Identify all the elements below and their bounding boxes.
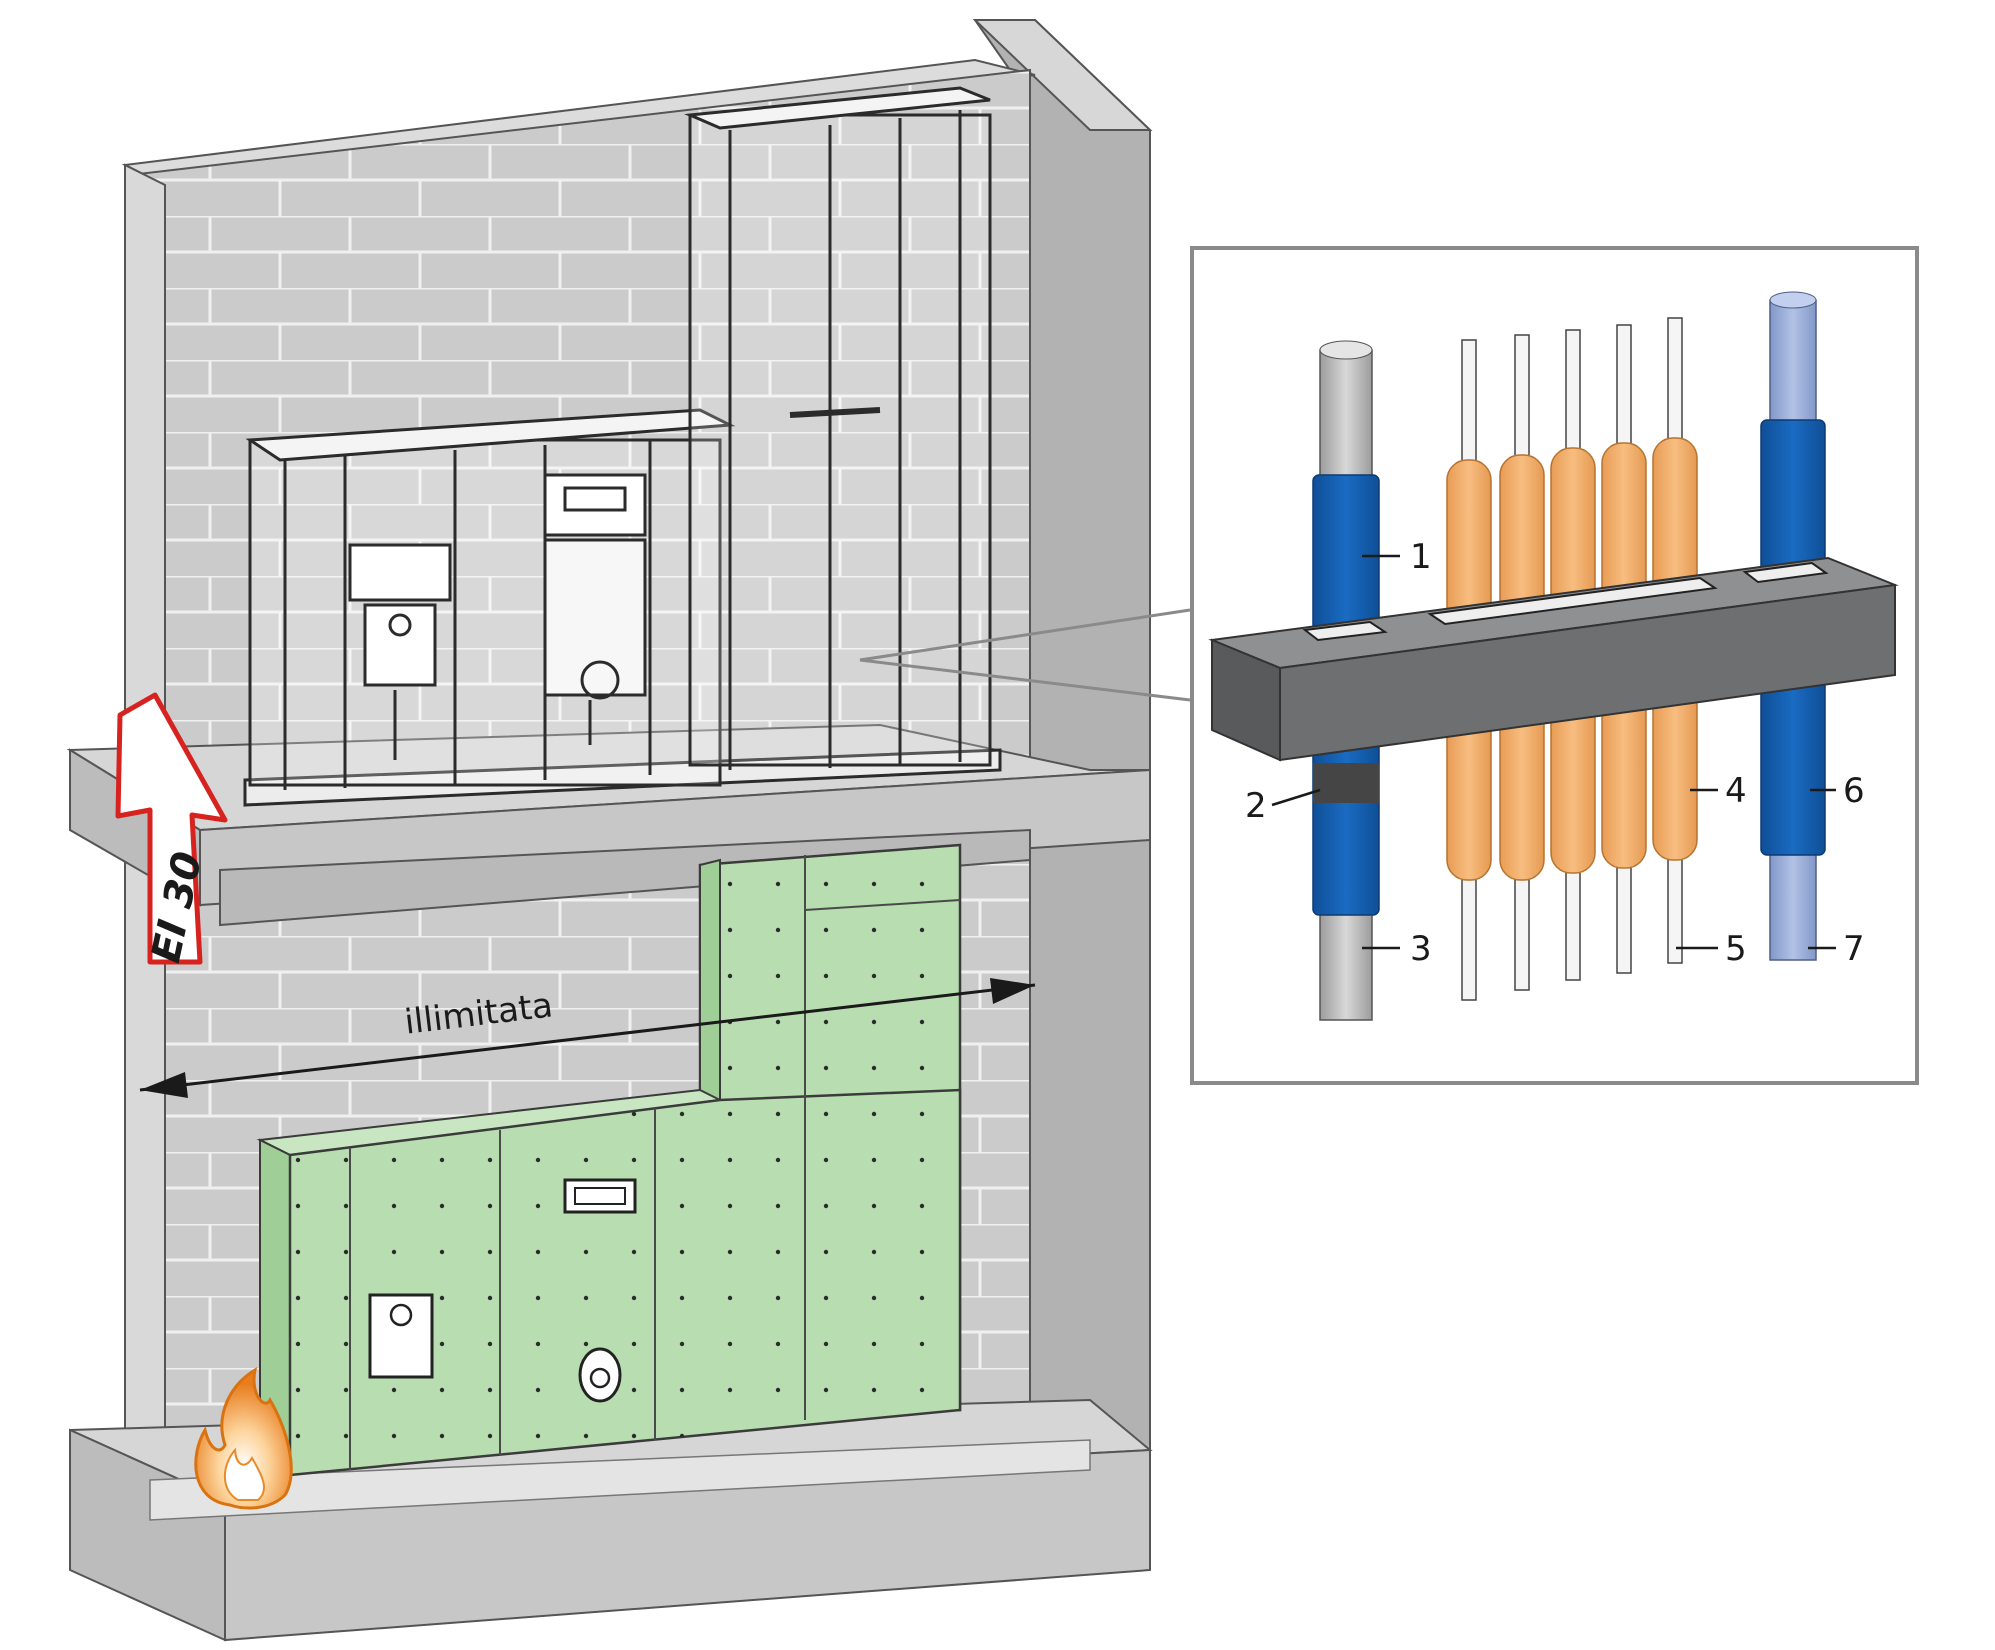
- callout-3: 3: [1410, 929, 1432, 969]
- callout-leaders: [1271, 554, 1836, 950]
- callout-2: 2: [1245, 786, 1267, 826]
- detail-leader-lines: [859, 608, 1191, 702]
- callout-4: 4: [1725, 771, 1747, 811]
- detail-panel: 1 2 3 4 5 6 7: [1190, 246, 1919, 1085]
- installation-frame: [243, 86, 1002, 807]
- fire-resistance-arrow-icon: [115, 692, 228, 965]
- callout-6: 6: [1843, 771, 1865, 811]
- plasterboard-lining: [256, 843, 962, 1477]
- callout-5: 5: [1725, 929, 1747, 969]
- fire-sleeve-block: [1208, 556, 1899, 762]
- fire-icon: [194, 1366, 293, 1510]
- dimension-arrow-icon: [139, 978, 1036, 1098]
- callout-7: 7: [1843, 929, 1865, 969]
- callout-1: 1: [1410, 537, 1432, 577]
